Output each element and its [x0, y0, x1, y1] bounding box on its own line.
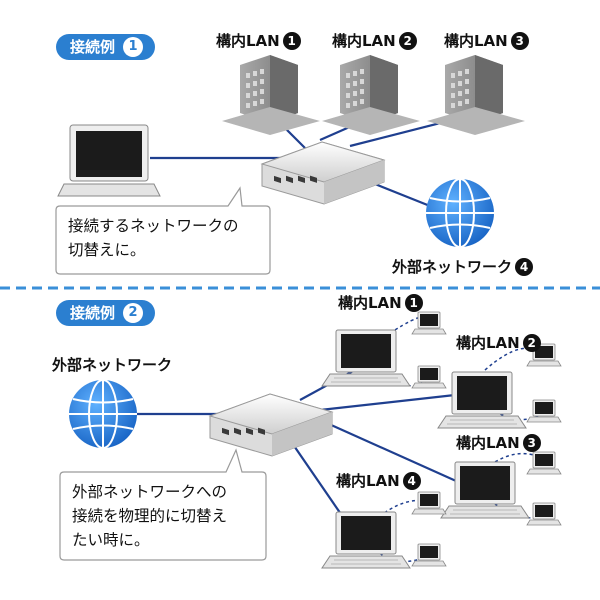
lan-label-text: 構内LAN — [216, 32, 280, 50]
callout-text: 外部ネットワークへの 接続を物理的に切替え たい時に。 — [72, 483, 228, 549]
building-icon — [322, 55, 420, 135]
switch-device — [209, 393, 333, 457]
globe-icon — [68, 379, 138, 449]
laptop-icon — [440, 461, 530, 519]
external-network-label: 外部ネットワーク — [52, 356, 173, 374]
laptop-icon — [411, 365, 447, 389]
lan-label-text: 構内LAN — [338, 294, 402, 312]
lan-label-number: 2 — [398, 31, 417, 50]
building-icon — [222, 55, 320, 135]
switch-device — [261, 141, 385, 205]
badge-label: 接続例 — [70, 304, 116, 322]
laptop-icon — [526, 399, 562, 423]
laptop-icon — [411, 491, 447, 515]
badge-number: 2 — [123, 303, 144, 323]
lan-label-text: 構内LAN — [336, 472, 400, 490]
lan-label-3: 構内LAN 3 — [456, 432, 541, 453]
badge-label: 接続例 — [70, 38, 116, 56]
lan-label-number: 3 — [522, 433, 541, 452]
laptop-icon — [411, 311, 447, 335]
lan-label-text: 構内LAN — [456, 434, 520, 452]
laptop-icon — [526, 502, 562, 526]
lan-label-text: 構内LAN — [456, 334, 520, 352]
globe-icon — [425, 178, 495, 248]
laptop-icon — [57, 124, 161, 197]
lan-label-2: 構内LAN 2 — [456, 332, 541, 353]
badge-number: 1 — [123, 37, 144, 57]
external-network-label: 外部ネットワーク 4 — [392, 256, 534, 277]
lan-label-text: 構内LAN — [444, 32, 508, 50]
building-icon — [427, 55, 525, 135]
lan-label-3: 構内LAN 3 — [444, 30, 529, 51]
laptop-icon — [411, 543, 447, 567]
lan-label-number: 2 — [522, 333, 541, 352]
callout-bubble — [59, 448, 267, 561]
lan-label-1: 構内LAN 1 — [216, 30, 301, 51]
lan-label-1: 構内LAN 1 — [338, 292, 423, 313]
callout-bubble — [55, 186, 271, 275]
callout-text: 接続するネットワークの 切替えに。 — [68, 217, 239, 259]
lan-label-number: 1 — [282, 31, 301, 50]
lan-label-text: 構内LAN — [332, 32, 396, 50]
laptop-icon — [321, 329, 411, 387]
laptop-icon — [437, 371, 527, 429]
external-label-number: 4 — [515, 257, 534, 276]
example2-connections — [135, 369, 466, 521]
example2-badge: 接続例 2 — [56, 300, 156, 326]
lan-label-number: 1 — [404, 293, 423, 312]
lan-label-number: 3 — [510, 31, 529, 50]
laptop-icon — [321, 511, 411, 569]
lan-label-2: 構内LAN 2 — [332, 30, 417, 51]
lan-label-4: 構内LAN 4 — [336, 470, 421, 491]
lan-label-number: 4 — [402, 471, 421, 490]
example1-badge: 接続例 1 — [56, 34, 156, 60]
external-label-text: 外部ネットワーク — [392, 258, 513, 276]
